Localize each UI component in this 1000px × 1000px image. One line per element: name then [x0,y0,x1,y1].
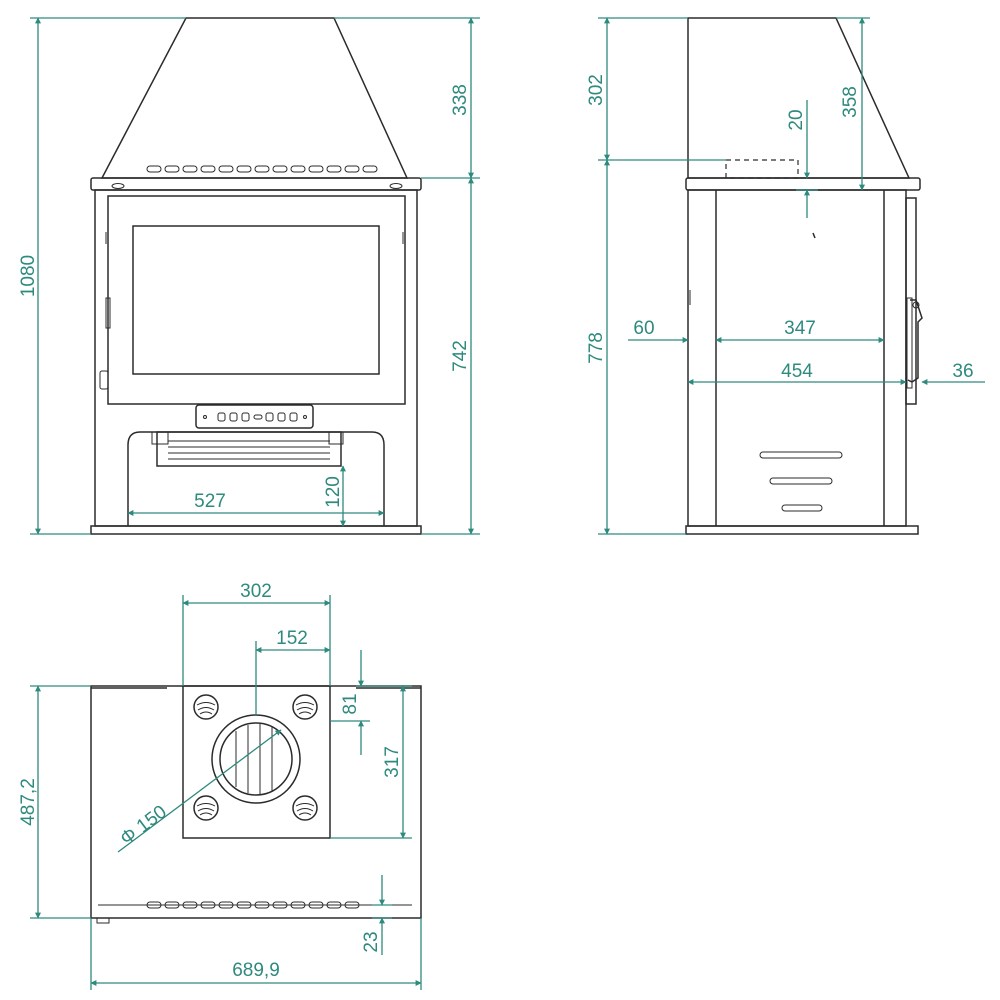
top-dimensions: 302 152 81 317 Φ 150 487,2 23 689,9 [18,581,422,990]
front-foot [90,525,422,535]
side-door-handle [907,299,923,383]
dim-front-lip: 23 [361,931,382,952]
top-flue [211,714,301,804]
top-view: 302 152 81 317 Φ 150 487,2 23 689,9 [18,581,422,990]
front-control-slots [203,412,307,422]
dim-body-height: 742 [450,340,471,372]
dim-side-body-height: 778 [586,332,607,364]
top-front-vents [146,901,360,909]
side-body [687,189,907,527]
top-outline [90,685,422,919]
dim-plate-width: 302 [240,581,272,602]
front-top-plate [90,177,422,191]
dim-flue-center-offset: 152 [276,628,308,649]
front-dimensions: 1080 338 742 527 120 [18,17,480,535]
front-view: 1080 338 742 527 120 [18,17,480,535]
dim-line-flue-diameter [117,729,282,853]
front-control-panel [195,404,314,429]
front-hood-vents [146,165,378,173]
dim-base-opening-width: 527 [194,491,226,512]
front-body [94,189,418,527]
dim-overall-height: 1080 [18,255,39,297]
side-top-plate [685,177,921,191]
front-ash-drawer [156,431,342,467]
dim-overall-width: 689,9 [232,960,280,981]
dim-overall-depth: 454 [781,361,813,382]
dim-side-hood-height: 358 [840,86,861,118]
dim-plate-front-offset: 81 [340,693,361,714]
top-bolt-holes [193,694,318,821]
side-dimensions: 302 778 358 20 60 347 454 36 [586,17,985,535]
side-air-slots [759,451,843,512]
dim-top-height: 302 [586,74,607,106]
front-base-opening [127,431,385,526]
dim-flue-diameter: Φ 150 [117,802,171,850]
front-drawer-slots [168,440,330,460]
front-glass [132,225,380,375]
dim-plate-depth: 317 [382,746,403,778]
dim-flue-offset: 20 [786,109,807,130]
dim-back-offset: 60 [633,318,654,339]
side-hood [687,17,911,179]
dim-base-opening-height: 120 [323,476,344,508]
dim-inner-depth: 347 [784,318,816,339]
front-hood [100,17,409,179]
side-view: 302 778 358 20 60 347 454 36 [586,17,985,535]
dim-top-overall-depth: 487,2 [18,778,39,826]
front-door [107,195,406,405]
side-flue-outlet [725,159,799,179]
side-foot [685,525,919,535]
dim-handle-depth: 36 [952,361,973,382]
dim-hood-height: 338 [450,84,471,116]
